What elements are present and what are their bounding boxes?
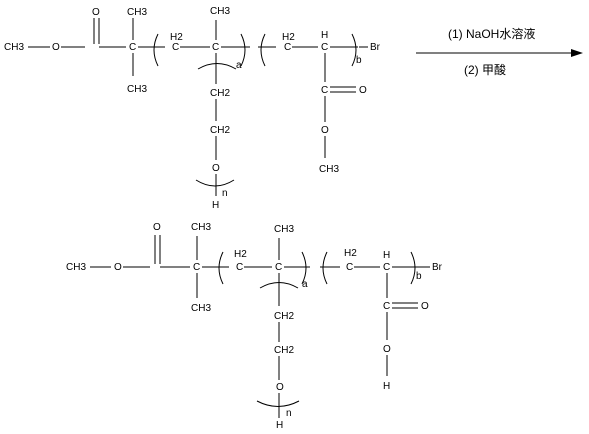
reactant-second-carbon-methyl: CH3 [210,6,230,17]
reactant-peg-oxygen: O [212,163,220,174]
reactant-ch-hydrogen: H [321,30,328,41]
product-side-ch2-second: CH2 [274,345,294,356]
reactant-ch2-hydrogens: H2 [170,32,183,43]
reactant-quaternary-carbon: C [129,42,136,53]
peg-bracket [256,400,300,407]
product-quaternary-carbon: C [193,262,200,273]
repeat-unit-bracket-open [260,33,266,67]
reactant-ch2b-hydrogens: H2 [282,32,295,43]
product-side-ch2-first: CH2 [274,311,294,322]
repeat-unit-bracket-open [218,251,224,285]
reactant-ch2b-carbon: C [284,42,291,53]
product-second-carbon-methyl: CH3 [274,224,294,235]
side-chain-bracket [197,63,237,70]
reactant-peg-hydrogen: H [212,200,219,211]
reactant-methyl-top: CH3 [127,7,147,18]
product-ester-oxygen: O [114,262,122,273]
reaction-condition-2: (2) 甲酸 [464,62,506,77]
reactant-side-ch2-first: CH2 [210,88,230,99]
reactant-bromine-end: Br [370,42,381,53]
repeat-unit-bracket-close [301,251,307,285]
reactant-structure: CH3 O O C CH3 CH3 H2 C C CH3 a CH2 CH2 O [4,6,381,211]
product-acid-carbonyl-oxygen: O [421,301,429,312]
peg-bracket [195,179,235,187]
repeat-unit-bracket-close [351,33,357,67]
product-carbonyl-oxygen: O [153,222,161,233]
product-acid-carbon: C [383,301,390,312]
product-methyl-end: CH3 [66,262,86,273]
product-ch-hydrogen: H [383,250,390,261]
product-peg-oxygen: O [276,382,284,393]
product-ch2-hydrogens: H2 [234,249,247,260]
reactant-ester-methyl: CH3 [319,164,339,175]
product-structure: CH3 O O C CH3 CH3 H2 C C CH3 a CH2 CH2 O… [66,222,443,431]
reactant-second-carbon: C [212,42,219,53]
product-subscript-a: a [302,279,308,290]
product-acid-hydrogen: H [383,381,390,392]
reactant-ester-alkoxy-oxygen: O [321,125,329,136]
reactant-methyl-end: CH3 [4,42,24,53]
product-peg-hydrogen: H [276,420,283,431]
repeat-unit-bracket-open [322,251,328,285]
reactant-subscript-b: b [356,55,362,66]
reactant-subscript-n: n [222,188,228,199]
repeat-unit-bracket-open [153,33,159,67]
repeat-unit-bracket-close [240,33,246,67]
product-ch-carbon: C [383,262,390,273]
product-methyl-top: CH3 [191,222,211,233]
product-bromine-end: Br [432,262,443,273]
product-ch2b-hydrogens: H2 [344,248,357,259]
repeat-unit-bracket-close [410,251,416,285]
product-subscript-n: n [286,408,292,419]
reactant-ester-oxygen: O [52,42,60,53]
reactant-carbonyl-oxygen: O [92,7,100,18]
reactant-side-ch2-second: CH2 [210,125,230,136]
reactant-ch2-carbon: C [172,42,179,53]
product-ch2b-carbon: C [346,262,353,273]
reaction-condition-1: (1) NaOH水溶液 [448,26,535,41]
arrow-head [571,49,583,57]
product-ch2-carbon: C [236,262,243,273]
reactant-ch-carbon: C [321,42,328,53]
reactant-ester-carbonyl-oxygen: O [359,85,367,96]
product-methyl-bottom: CH3 [191,303,211,314]
product-acid-hydroxyl-oxygen: O [383,344,391,355]
reactant-methyl-bottom: CH3 [127,84,147,95]
reaction-arrow-group: (1) NaOH水溶液 (2) 甲酸 [416,26,583,77]
product-subscript-b: b [416,271,422,282]
reactant-subscript-a: a [236,60,242,71]
reactant-ester-carbon: C [321,85,328,96]
product-second-carbon: C [275,262,282,273]
